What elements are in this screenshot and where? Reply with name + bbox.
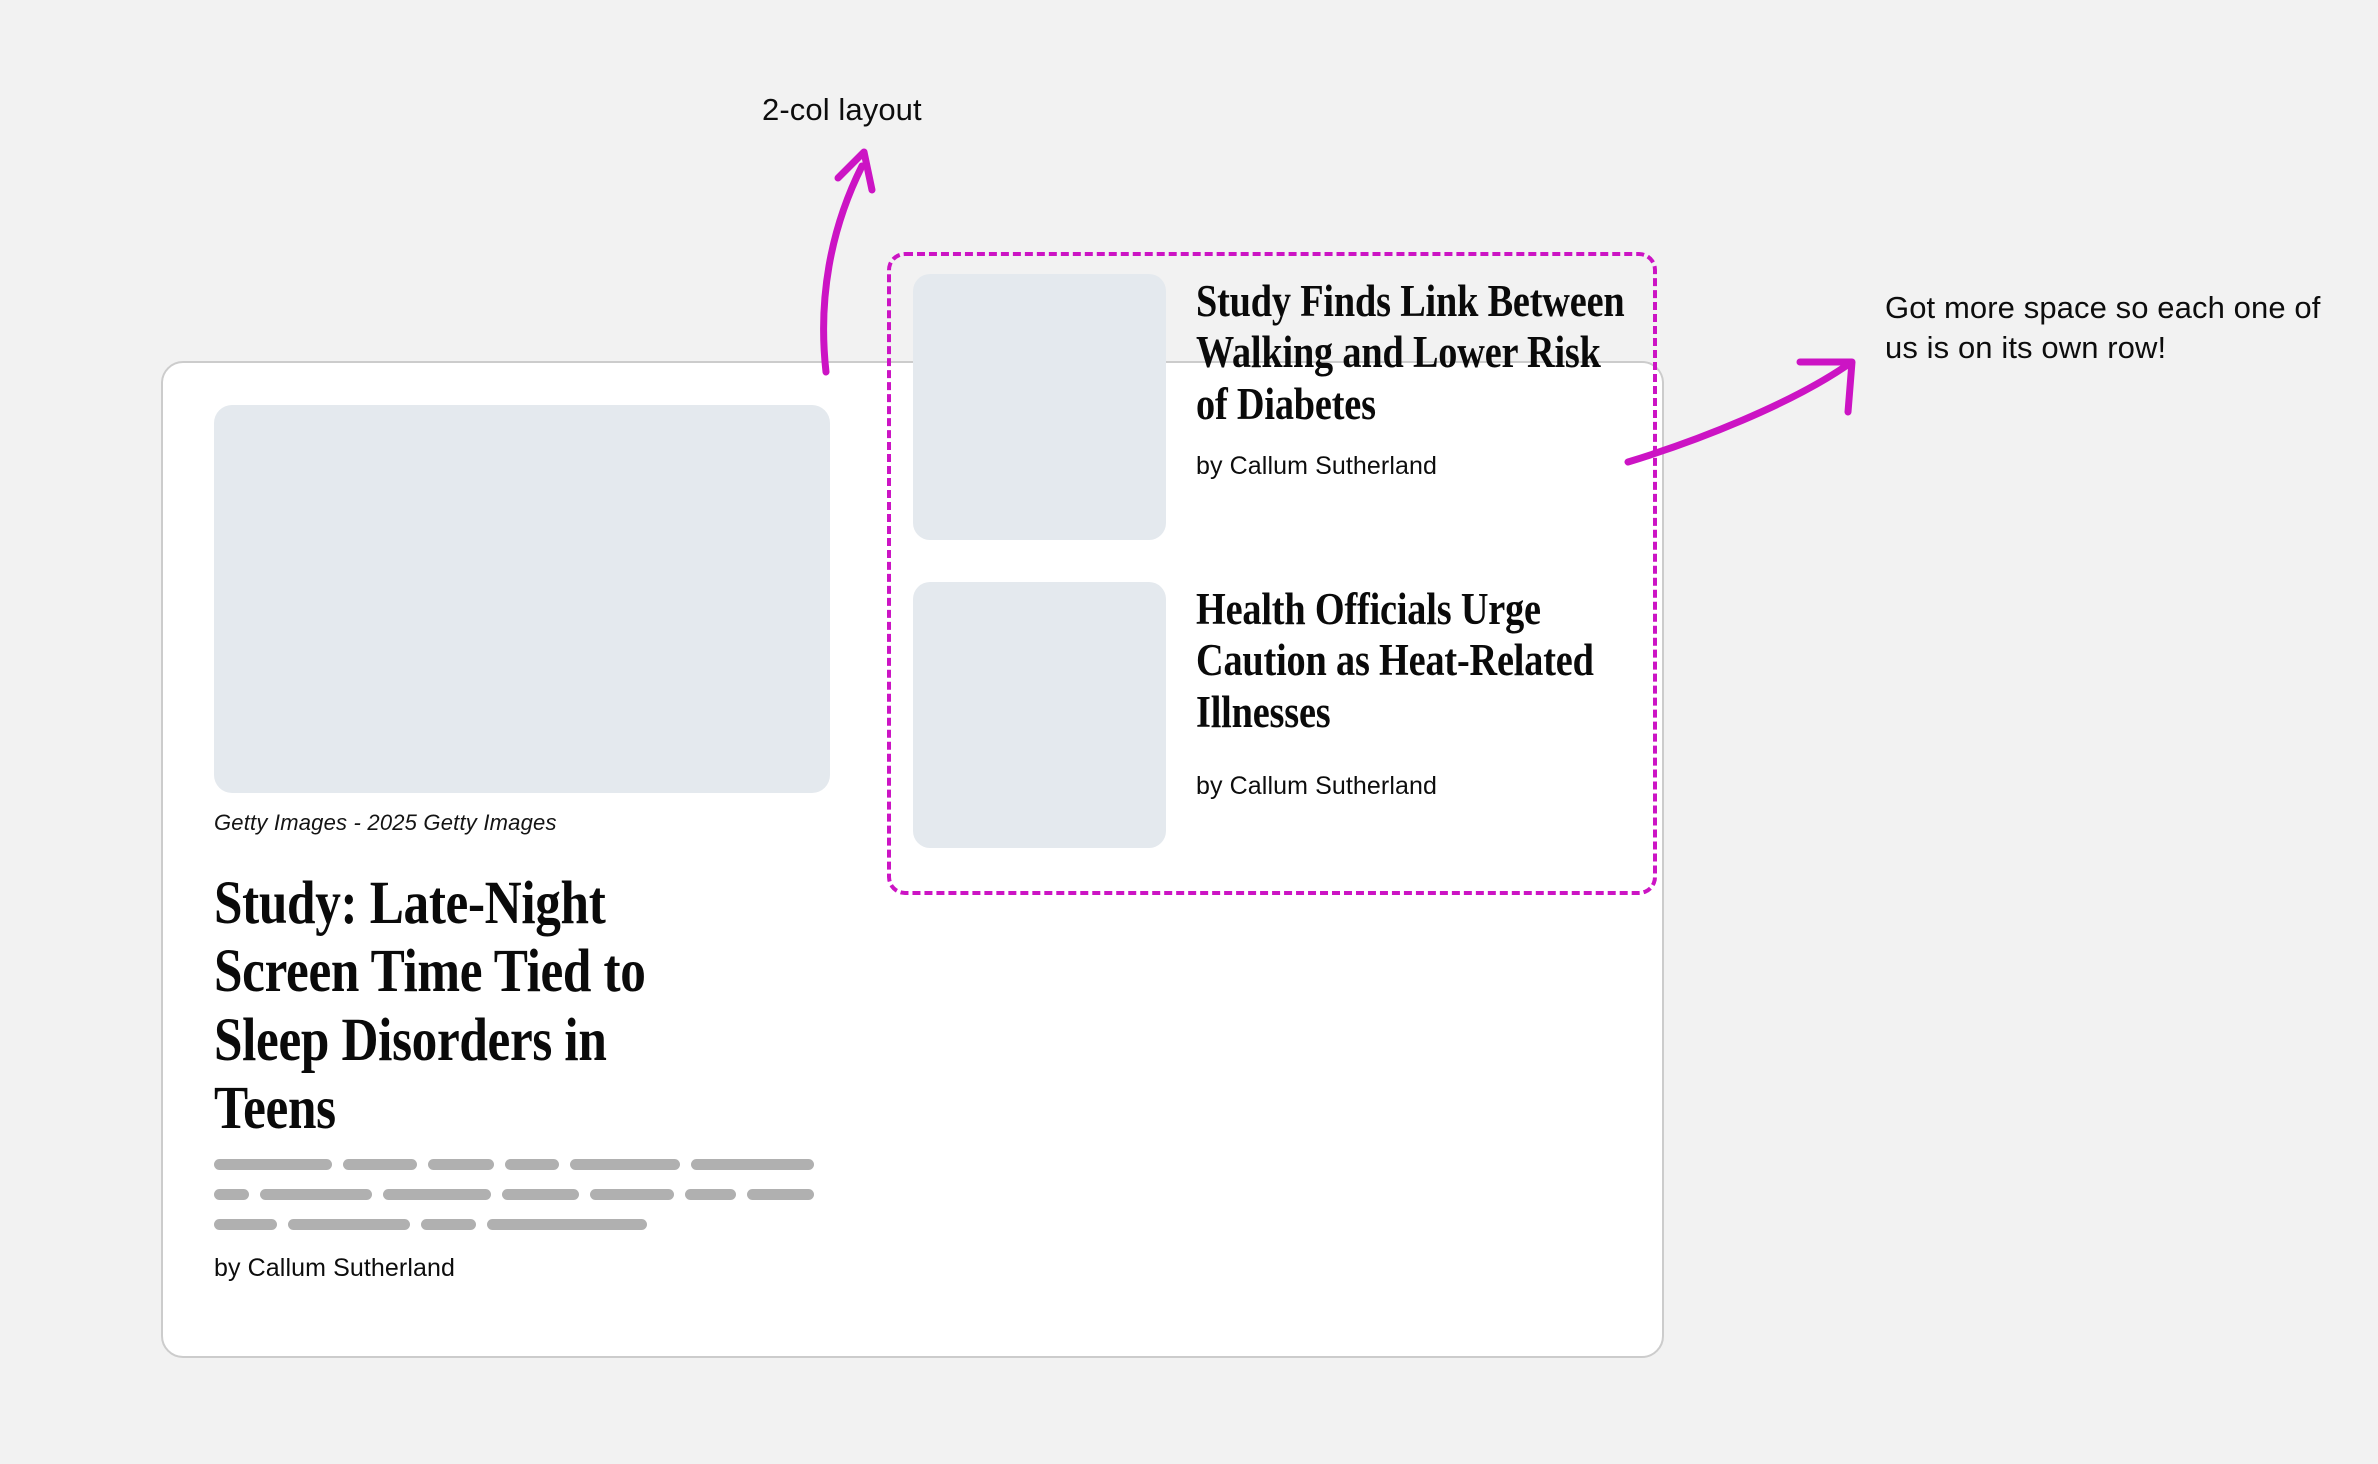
annotation-label-two-col-layout: 2-col layout [762,92,922,127]
lead-story-image-caption: Getty Images - 2025 Getty Images [214,810,557,835]
skeleton-bar [505,1159,560,1171]
secondary-stories-list: Study Finds Link Between Walking and Low… [913,274,1635,848]
secondary-story-byline: by Callum Sutherland [1196,451,1438,480]
secondary-story-byline: by Callum Sutherland [1196,771,1438,800]
skeleton-bar [747,1189,814,1201]
annotation-label-own-row: Got more space so each one of us is on i… [1885,290,2321,365]
news-layout-card: Getty Images - 2025 Getty Images Study: … [161,252,1664,1358]
skeleton-bar [502,1189,580,1201]
lead-story-headline[interactable]: Study: Late-Night Screen Time Tied to Sl… [214,870,646,1142]
lead-story-image-placeholder [214,405,830,793]
list-item[interactable]: Health Officials Urge Caution as Heat-Re… [913,582,1635,848]
skeleton-row [214,1189,814,1201]
skeleton-bar [590,1189,674,1201]
skeleton-bar [427,1159,495,1171]
skeleton-bar [288,1219,410,1231]
skeleton-bar [214,1189,250,1201]
skeleton-bar [343,1159,417,1171]
skeleton-bar [260,1189,372,1201]
two-col-layout-arrow-icon [820,148,876,376]
lead-story-body-skeleton [214,1159,814,1231]
skeleton-row [214,1219,814,1231]
skeleton-bar [214,1219,277,1231]
skeleton-bar [684,1189,736,1201]
skeleton-bar [487,1219,647,1231]
lead-story-byline: by Callum Sutherland [214,1254,456,1283]
skeleton-bar [570,1159,680,1171]
secondary-story-headline[interactable]: Study Finds Link Between Walking and Low… [1196,276,1625,429]
secondary-story-thumbnail [913,582,1166,848]
skeleton-bar [421,1219,476,1231]
skeleton-bar [214,1159,333,1171]
skeleton-bar [690,1159,814,1171]
list-item[interactable]: Study Finds Link Between Walking and Low… [913,274,1635,540]
secondary-stories-column: Study Finds Link Between Walking and Low… [863,252,1662,1356]
secondary-stories-highlight-box: Study Finds Link Between Walking and Low… [887,252,1657,895]
secondary-story-headline[interactable]: Health Officials Urge Caution as Heat-Re… [1196,584,1594,737]
secondary-story-thumbnail [913,274,1166,540]
skeleton-bar [382,1189,492,1201]
skeleton-row [214,1159,814,1171]
lead-story-column: Getty Images - 2025 Getty Images Study: … [163,363,863,1356]
